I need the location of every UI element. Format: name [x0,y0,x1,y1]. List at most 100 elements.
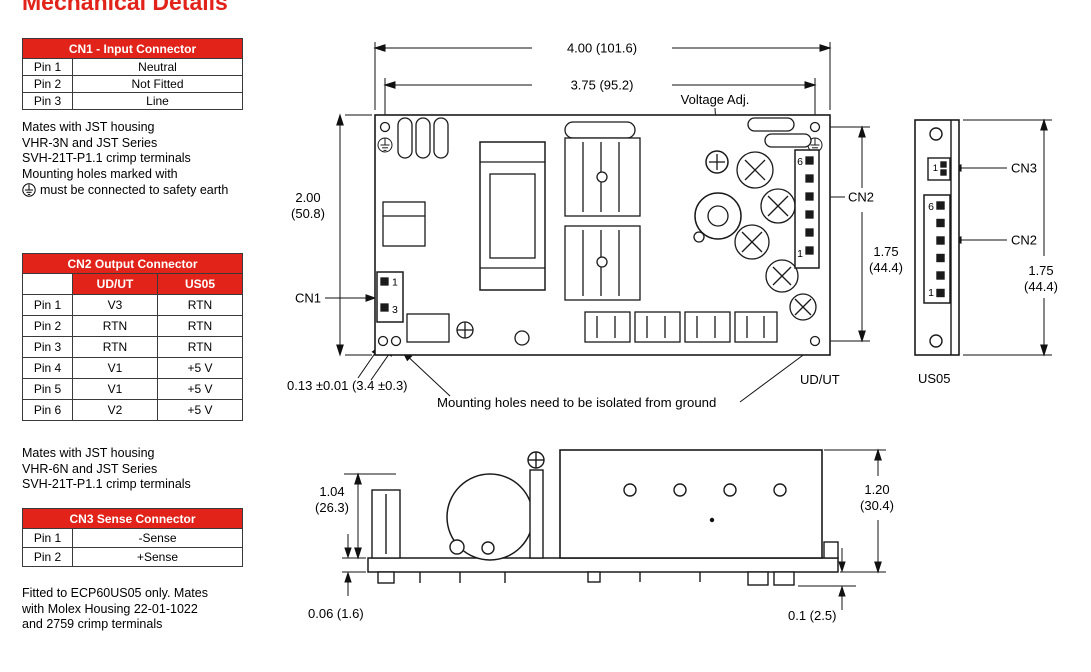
variant-udut-label: UD/UT [800,372,840,387]
side-view-dimensions [342,448,886,610]
dim-height-label-l2: (44.4) [1024,279,1058,294]
table-row: Pin 6 V2 +5 V [22,399,244,421]
dim-pin-protrusion-label: 0.1 (2.5) [788,608,836,623]
us05-cell: +5 V [156,399,244,421]
udut-cell: V1 [72,357,158,379]
variant-us05-label: US05 [918,371,951,386]
us05-cell: +5 V [156,378,244,400]
top-view-drawing: 4.00 (101.6) 3.75 (95.2) 2.00 (50.8) 1.7… [287,41,903,411]
udut-cell: V3 [72,294,158,316]
cn2-table-header: CN2 Output Connector [21,253,244,274]
cn3-connector [927,157,951,181]
cn3-sense-connector-table: CN3 Sense Connector Pin 1 -Sense Pin 2 +… [22,508,243,567]
voltage-adj-label: Voltage Adj. [681,92,750,107]
table-subheader-row: UD/UT US05 [22,273,244,295]
dim-overall-height-label-l1: 1.20 [864,482,889,497]
col-header-udut: UD/UT [72,273,158,295]
cn3-pin1-label: 1 [933,163,938,174]
earth-note-line2: must be connected to safety earth [40,182,229,197]
table-row: Pin 2 +Sense [22,547,243,567]
pin-cell: Pin 1 [22,294,73,316]
pin-cell: Pin 1 [22,528,73,548]
hole-dia-dim-label: 0.13 ±0.01 (3.4 ±0.3) [287,378,408,393]
value-cell: Neutral [71,58,244,76]
cn2-callout-label: CN2 [848,190,874,205]
cn1-callout-label: CN1 [295,291,321,306]
dim-pcb-thickness-label: 0.06 (1.6) [308,606,364,621]
cn2-mating-note: Mates with JST housing VHR-6N and JST Se… [22,446,191,491]
cn2-callout-label: CN2 [1011,233,1037,248]
pin-cell: Pin 2 [22,75,73,93]
pin-cell: Pin 5 [22,378,73,400]
electrolytic-caps [734,151,817,321]
value-cell: Not Fitted [71,75,244,93]
pin-cell: Pin 3 [22,92,73,110]
earth-ground-icon [22,183,36,197]
end-view-drawing: CN3 CN2 1 6 1 1.75 (44.4) US05 [914,118,1058,386]
us05-cell: +5 V [156,357,244,379]
cn3-table-header: CN3 Sense Connector [22,508,243,529]
cn1-input-connector-table: CN1 - Input Connector Pin 1 Neutral Pin … [21,38,244,110]
cn1-pin3-label: 3 [392,304,398,316]
dim-hole-height-label-l1: 1.75 [873,244,898,259]
cn2-output-connector-table: CN2 Output Connector UD/UT US05 Pin 1 V3… [21,253,244,421]
earth-symbol-left [377,137,393,153]
value-cell: -Sense [72,528,243,548]
cn2-pin6-label: 6 [928,201,934,213]
pin-cell: Pin 1 [22,58,73,76]
dim-comp-height-label-l2: (26.3) [315,500,349,515]
table-row: Pin 1 Neutral [22,58,244,76]
dim-height-label-l2: (50.8) [291,206,325,221]
cn2-pin1-label: 1 [928,287,934,299]
cn2-pin6-label: 6 [797,156,803,168]
us05-cell: RTN [156,294,244,316]
table-row: Pin 1 V3 RTN [22,294,244,316]
udut-cell: RTN [72,336,158,358]
dim-overall-width-label: 4.00 (101.6) [567,41,637,56]
earth-note: Mounting holes marked with must be conne… [22,167,228,198]
earth-note-line1: Mounting holes marked with [22,167,178,181]
table-row: Pin 2 RTN RTN [22,315,244,337]
top-view-pcb [374,114,831,356]
value-cell: Line [71,92,244,110]
pin-cell: Pin 2 [22,547,73,567]
cn1-pin1-label: 1 [392,277,398,289]
cn2-pin1-label: 1 [797,248,803,260]
us05-cell: RTN [156,315,244,337]
cn2-connector [794,149,820,269]
dim-hole-span-label: 3.75 (95.2) [571,78,634,93]
pin-cell: Pin 4 [22,357,73,379]
dim-height-label-l1: 1.75 [1028,263,1053,278]
dim-hole-height-label-l2: (44.4) [869,260,903,275]
end-view-board [914,119,960,356]
cn3-fitting-note: Fitted to ECP60US05 only. Mates with Mol… [22,586,208,631]
side-view-drawing: 1.04 (26.3) 1.20 (30.4) 0.06 (1.6) 0.1 (… [308,448,894,623]
table-row: Pin 1 -Sense [22,528,243,548]
cn3-callout-label: CN3 [1011,161,1037,176]
udut-cell: RTN [72,315,158,337]
pin-cell: Pin 2 [22,315,73,337]
udut-cell: V2 [72,399,158,421]
dim-comp-height-label-l1: 1.04 [319,484,344,499]
dim-overall-height-label-l2: (30.4) [860,498,894,513]
table-row: Pin 4 V1 +5 V [22,357,244,379]
table-row: Pin 3 RTN RTN [22,336,244,358]
value-cell: +Sense [72,547,243,567]
table-row: Pin 5 V1 +5 V [22,378,244,400]
pin-cell: Pin 3 [22,336,73,358]
col-header-us05: US05 [156,273,244,295]
us05-cell: RTN [156,336,244,358]
udut-cell: V1 [72,378,158,400]
side-view-board [367,449,839,586]
table-row: Pin 3 Line [22,92,244,110]
cn1-mating-note: Mates with JST housing VHR-3N and JST Se… [22,120,191,165]
empty-cell [22,273,73,295]
cn2-connector-end [923,194,951,304]
page-title: Mechanical Details [22,0,228,15]
isolation-note-label: Mounting holes need to be isolated from … [437,395,716,410]
pin-cell: Pin 6 [22,399,73,421]
table-row: Pin 2 Not Fitted [22,75,244,93]
cn1-table-header: CN1 - Input Connector [21,38,244,59]
dim-height-label-l1: 2.00 [295,190,320,205]
cn1-connector [376,271,404,323]
